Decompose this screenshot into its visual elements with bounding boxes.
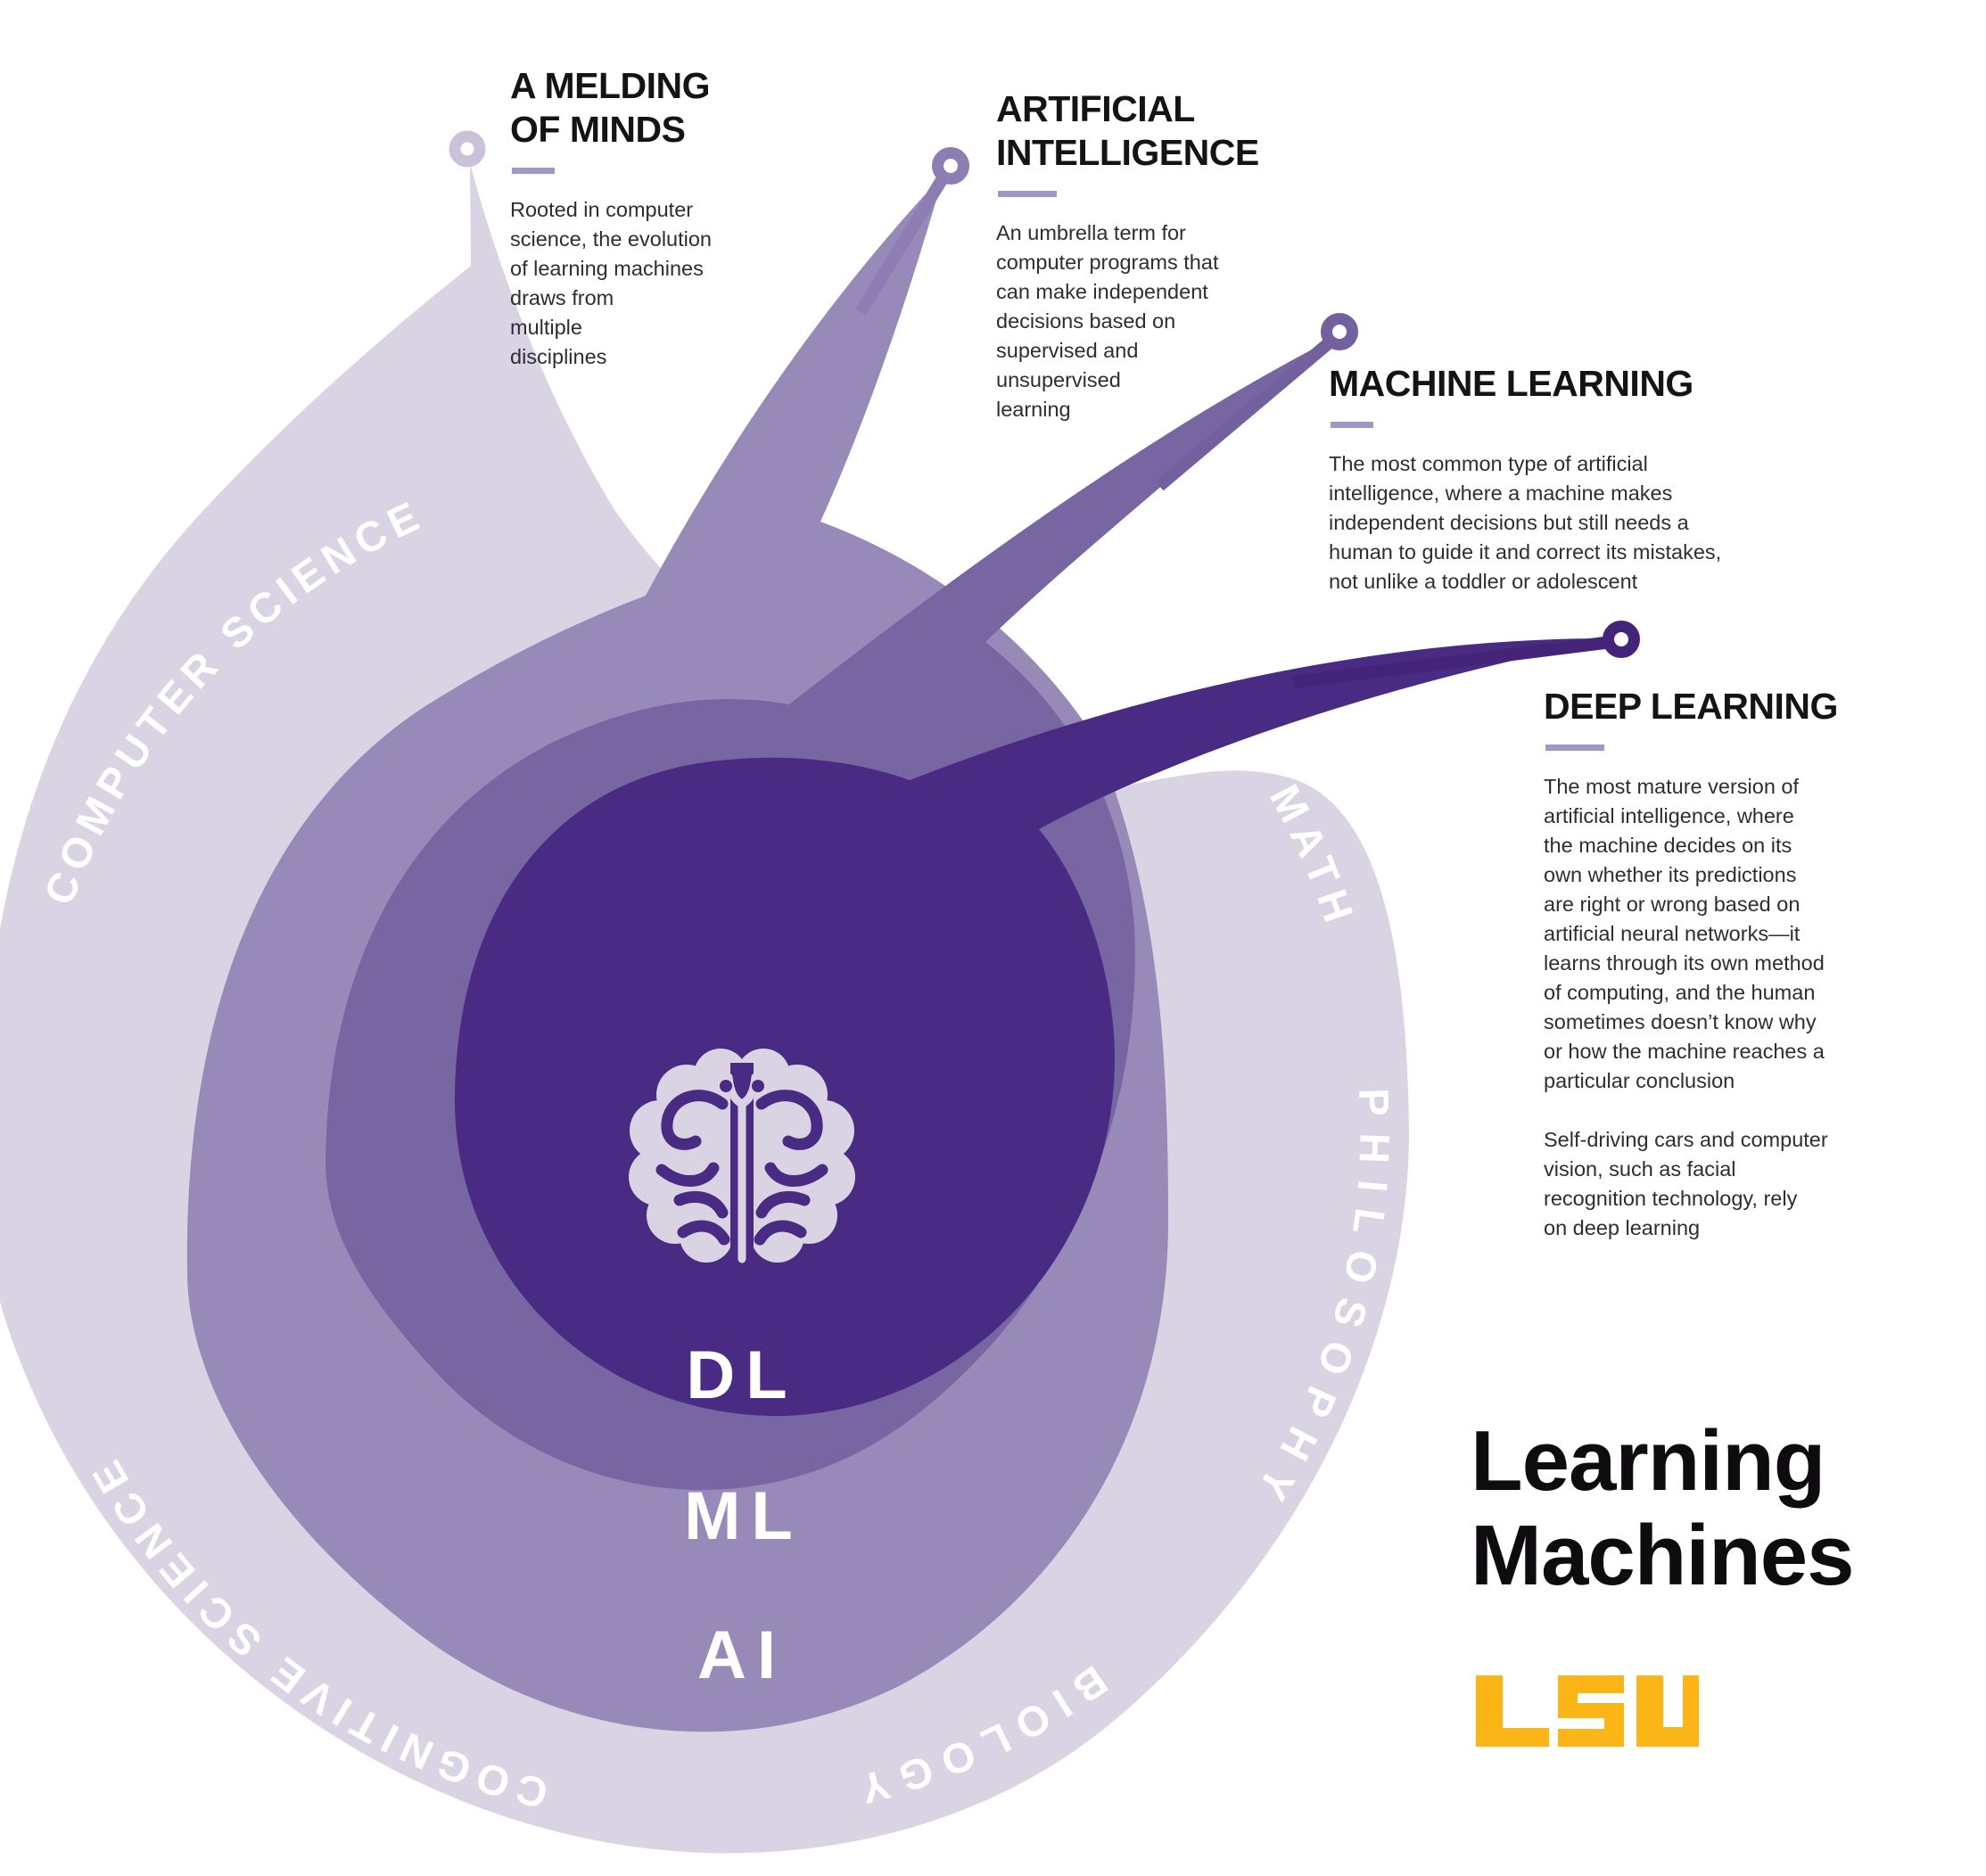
callout-dl-body: The most mature version of artificial in… <box>1544 775 1825 1093</box>
ai-connector-dot-icon <box>932 147 969 185</box>
callout-ml-body: The most common type of artificial intel… <box>1329 452 1722 594</box>
callout-dl: DEEP LEARNING The most mature version of… <box>1544 685 1954 1243</box>
level-label-ml: ML <box>684 1478 803 1554</box>
callout-ml-underline <box>1331 422 1373 429</box>
callout-melding-title: A MELDING OF MINDS <box>510 65 711 151</box>
level-label-dl: DL <box>686 1337 797 1413</box>
brain-icon <box>629 1049 855 1266</box>
ml-connector-dot-icon <box>1321 313 1358 350</box>
melding-connector-dot-icon <box>449 130 486 168</box>
callout-ml: MACHINE LEARNING The most common type of… <box>1329 362 1757 597</box>
dl-connector-dot-icon <box>1603 621 1640 658</box>
callout-ai-body: An umbrella term for computer programs t… <box>996 221 1219 422</box>
callout-dl-title: DEEP LEARNING <box>1544 686 1838 727</box>
ai-leader-line <box>855 168 952 316</box>
ml-leader-line <box>1155 332 1340 491</box>
callout-ml-title: MACHINE LEARNING <box>1329 363 1693 404</box>
callout-ai-title: ARTIFICIAL INTELLIGENCE <box>996 88 1259 174</box>
page-title: Learning Machines <box>1471 1413 1854 1603</box>
callout-dl-underline <box>1545 745 1604 752</box>
callout-ai: ARTIFICIAL INTELLIGENCE An umbrella term… <box>996 87 1299 424</box>
lsu-logo-icon <box>1476 1675 1710 1747</box>
callout-dl-body2: Self-driving cars and computer vision, s… <box>1544 1128 1828 1240</box>
callout-ai-underline <box>998 191 1057 198</box>
callout-melding-underline <box>512 168 555 175</box>
callout-melding: A MELDING OF MINDS Rooted in computer sc… <box>510 64 778 372</box>
lsu-logo: LSU <box>1476 1674 1710 1752</box>
dl-leader-line <box>1292 635 1619 688</box>
level-label-ai: AI <box>697 1617 787 1693</box>
callout-melding-body: Rooted in computer science, the evolutio… <box>510 198 713 369</box>
